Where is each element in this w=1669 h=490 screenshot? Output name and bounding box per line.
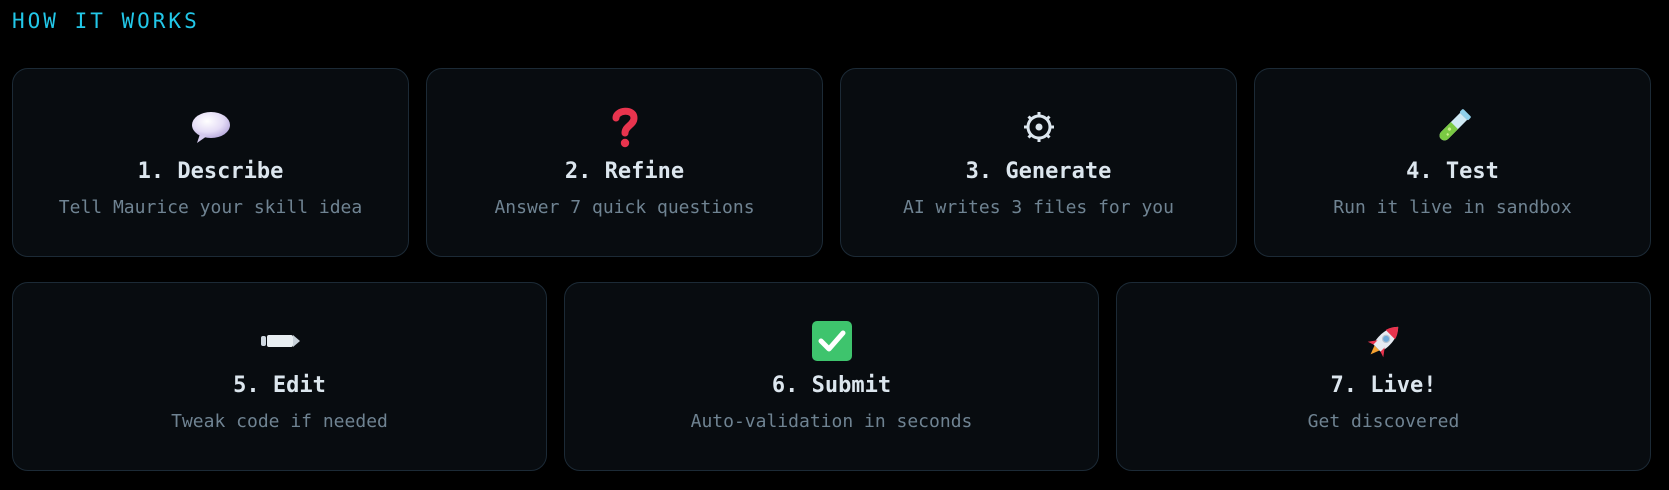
step-title: 4. Test: [1406, 159, 1499, 184]
step-card-submit: 6. Submit Auto-validation in seconds: [564, 282, 1099, 471]
steps-row-1: 1. Describe Tell Maurice your skill idea…: [12, 68, 1651, 257]
step-title: 3. Generate: [965, 159, 1112, 184]
step-card-describe: 1. Describe Tell Maurice your skill idea: [12, 68, 409, 257]
rocket-icon: [1362, 319, 1406, 363]
steps-row-2: 5. Edit Tweak code if needed 6. Submit A…: [12, 282, 1651, 471]
step-description: Run it live in sandbox: [1333, 197, 1572, 218]
check-mark-icon: [810, 319, 854, 363]
pencil-icon: [258, 319, 302, 363]
speech-bubble-icon: [189, 105, 233, 149]
gear-icon: [1017, 105, 1061, 149]
step-card-generate: 3. Generate AI writes 3 files for you: [840, 68, 1237, 257]
step-title: 5. Edit: [233, 373, 326, 398]
step-title: 6. Submit: [771, 373, 892, 398]
section-title: HOW IT WORKS: [12, 9, 200, 33]
step-title: 1. Describe: [137, 159, 284, 184]
step-description: AI writes 3 files for you: [903, 197, 1174, 218]
step-card-refine: 2. Refine Answer 7 quick questions: [426, 68, 823, 257]
step-card-edit: 5. Edit Tweak code if needed: [12, 282, 547, 471]
step-description: Get discovered: [1307, 411, 1460, 432]
step-card-test: 4. Test Run it live in sandbox: [1254, 68, 1651, 257]
step-description: Auto-validation in seconds: [690, 411, 973, 432]
question-mark-icon: [603, 105, 647, 149]
step-description: Answer 7 quick questions: [494, 197, 755, 218]
step-title: 2. Refine: [564, 159, 685, 184]
step-description: Tweak code if needed: [171, 411, 388, 432]
step-title: 7. Live!: [1330, 373, 1437, 398]
test-tube-icon: [1431, 105, 1475, 149]
step-description: Tell Maurice your skill idea: [58, 197, 363, 218]
step-card-live: 7. Live! Get discovered: [1116, 282, 1651, 471]
